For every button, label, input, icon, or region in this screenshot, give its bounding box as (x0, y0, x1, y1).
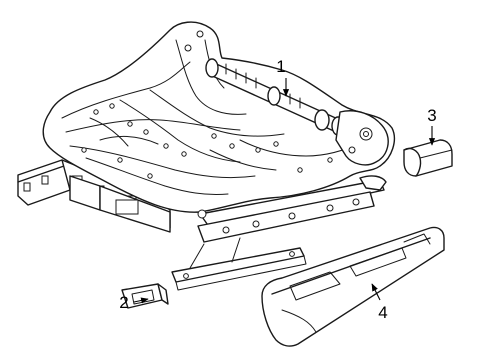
callout-4: 4 (378, 303, 387, 322)
cross-tube-springs (205, 58, 345, 136)
callout-1: 1 (276, 57, 285, 76)
part-4-track-cover (261, 226, 445, 347)
callout-leaders (133, 78, 436, 304)
front-lower-rail (171, 237, 307, 291)
lower-track-right (197, 175, 387, 243)
callout-3: 3 (427, 106, 436, 125)
callout-2: 2 (119, 293, 128, 312)
left-lower-block (69, 175, 171, 233)
leader-4 (371, 283, 381, 301)
part-3-cover-cap (403, 139, 453, 177)
part-2-clip (121, 283, 169, 309)
right-side-bracket (335, 110, 389, 166)
leader-2 (133, 297, 149, 304)
seat-frame-assembly (17, 21, 396, 291)
frame-holes (81, 30, 333, 179)
seat-pan-outline (42, 21, 396, 213)
